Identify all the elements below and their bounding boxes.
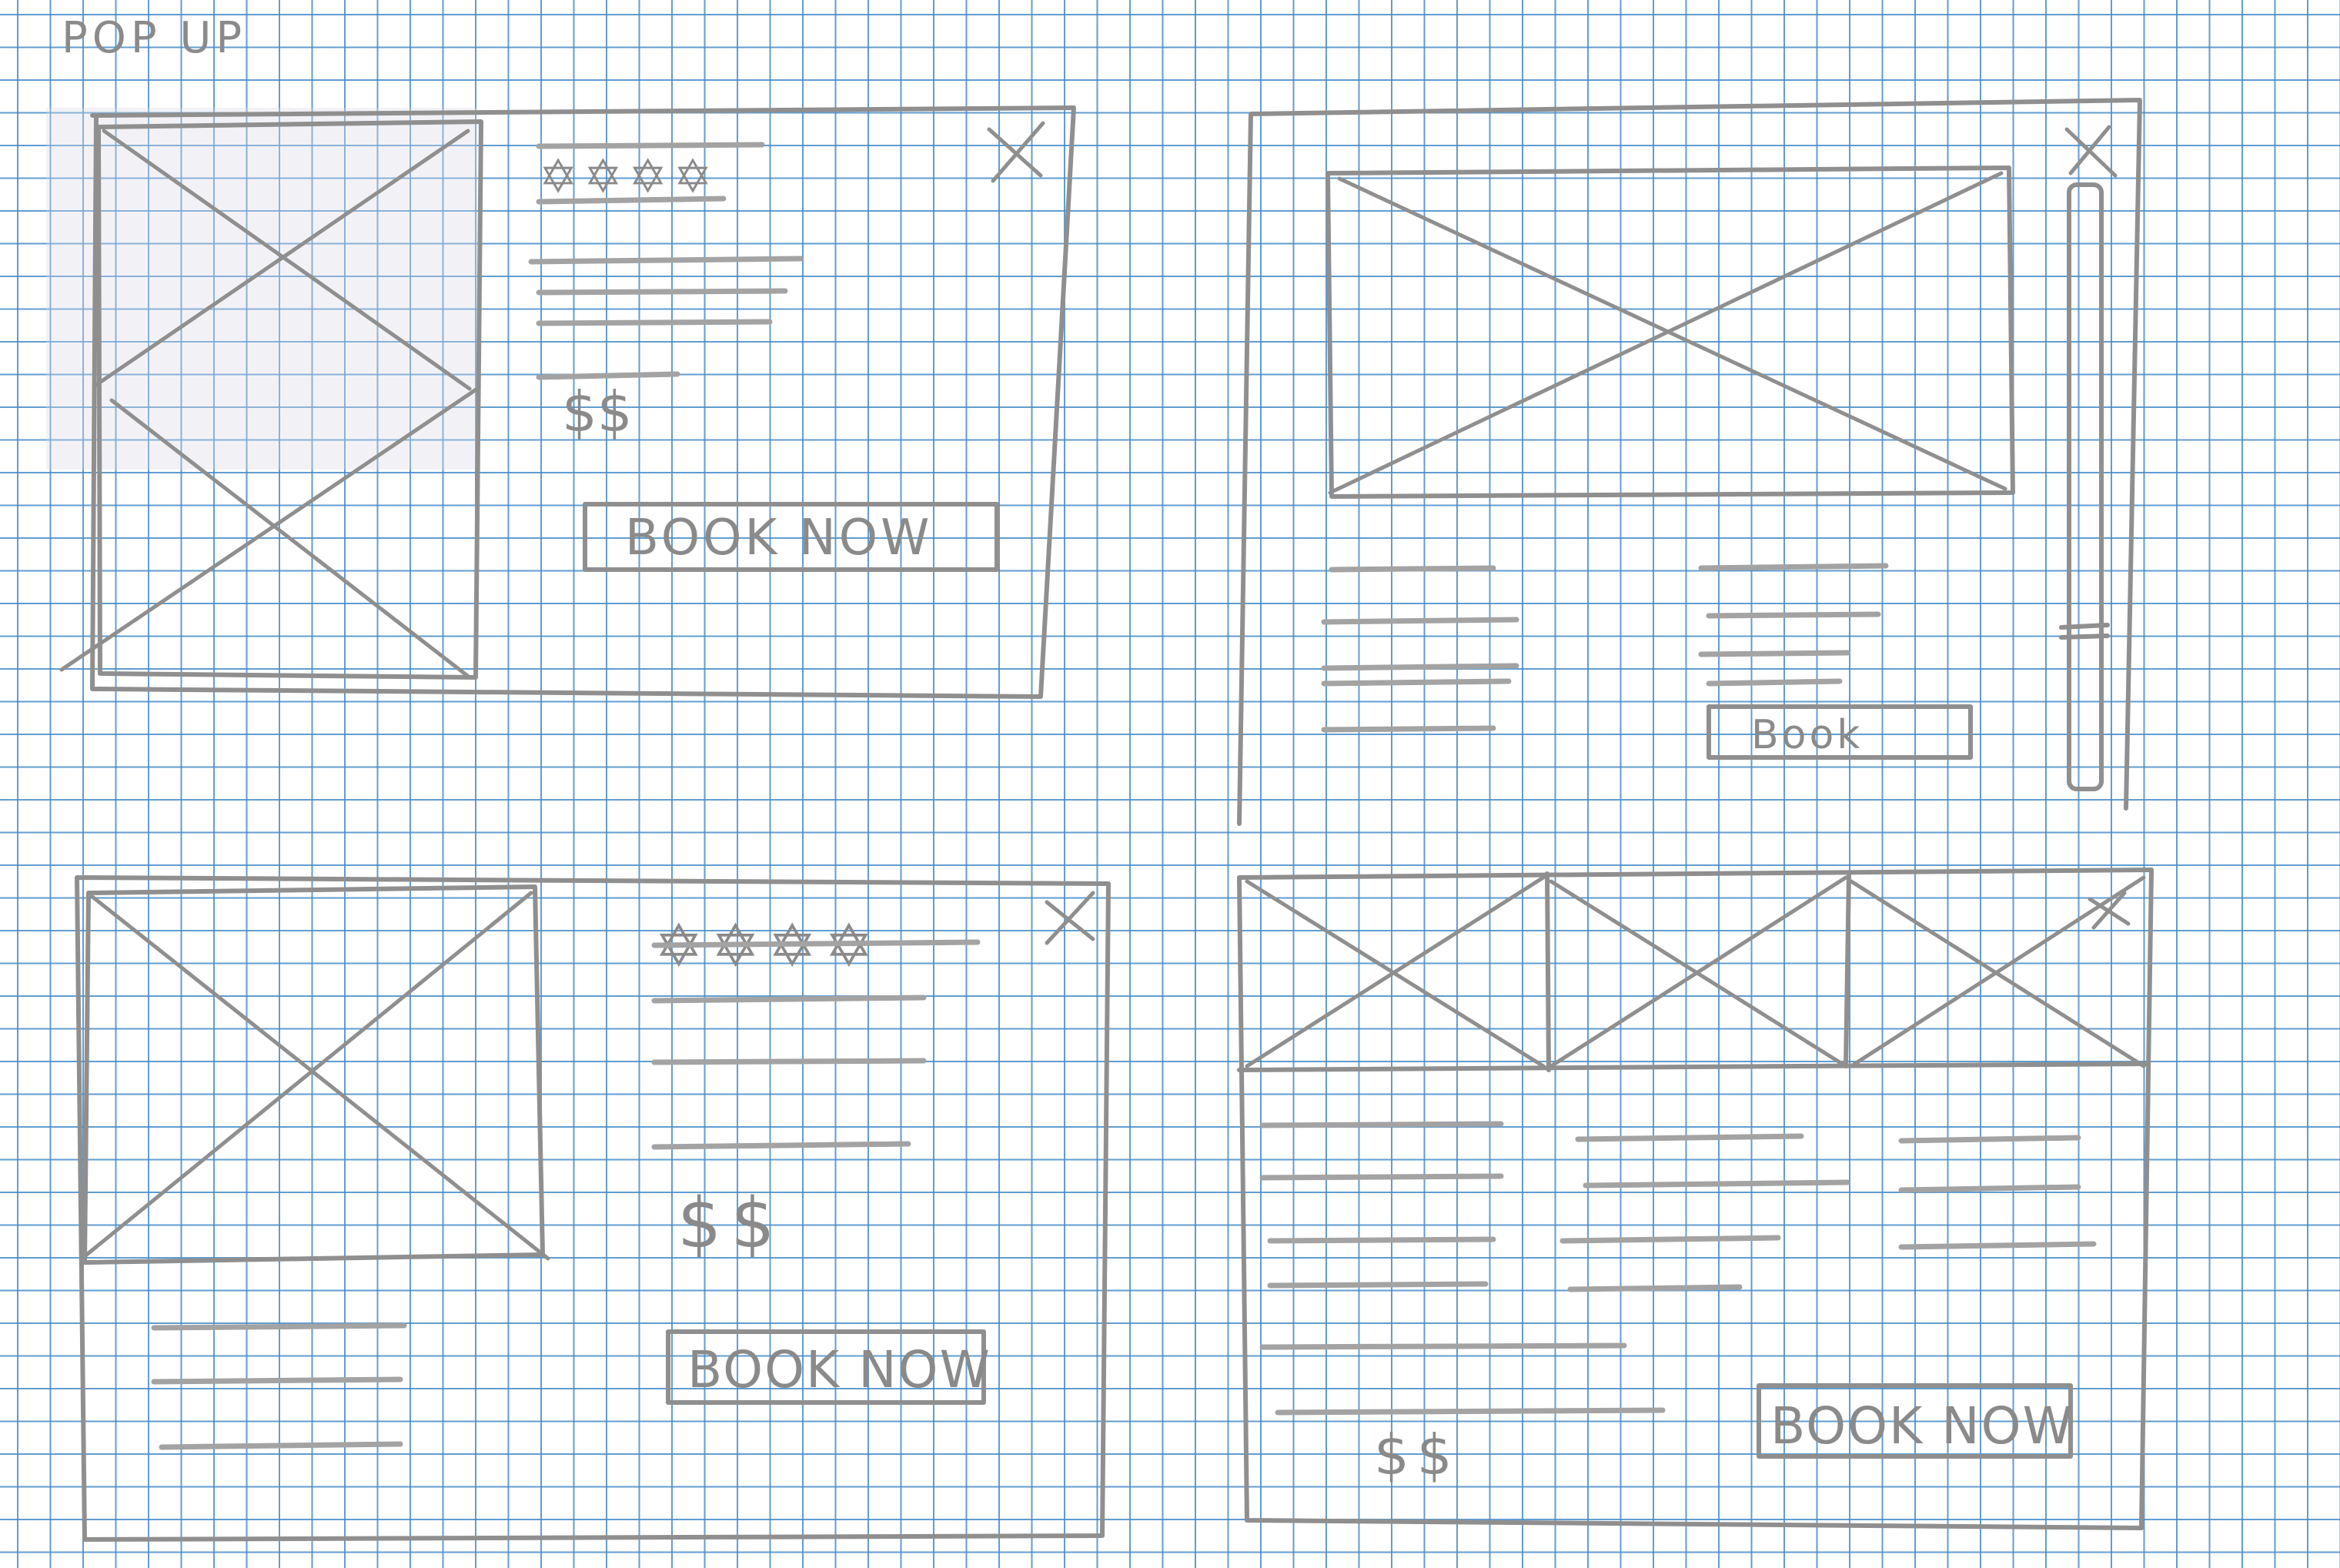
popup-4-price: $$ [1374,1423,1460,1487]
popup-2-book-label: Book [1751,712,1863,758]
popup-1-frame [90,105,1076,699]
popup-4-image-strip-bottom [1237,1061,2150,1072]
popup-3-frame [75,875,1111,1542]
popup-4-book-label: BOOK NOW [1770,1396,2074,1456]
popup-1-book-button[interactable] [583,502,999,572]
page-title: POP UP [62,13,246,63]
popup-4-image-dividers [1545,871,1851,1072]
popup-1-image-cross [59,129,480,680]
popup-3-image-cross [82,891,550,1261]
popup-3-rating: ✡✡✡✡ [651,911,981,980]
popup-2-close-icon[interactable] [2064,125,2118,178]
popup-2: Book [1237,98,2142,826]
popup-4-close-icon[interactable] [2088,891,2131,930]
popup-2-scroll-thumb[interactable] [2059,623,2110,640]
popup-4-text-col-1 [1259,1121,1627,1350]
popup-2-text-right [1698,563,1889,687]
popup-1-book-label: BOOK NOW [625,510,932,567]
popup-1: ✡✡✡✡ $$ BOOK NOW [46,105,1076,699]
popup-4-image-carousel [1245,871,2146,1072]
popup-4-text-col-3 [1898,1135,2097,1250]
popup-4-image-1-cross [1245,875,1546,1068]
popup-4-book-button[interactable] [1757,1383,2073,1459]
popup-3-rating-line [651,939,981,948]
popup-1-rating-lines [536,142,765,205]
popup-3: ✡✡✡✡ $$ BOOK NOW [75,875,1111,1542]
popup-2-book-button[interactable] [1707,704,1973,760]
popup-3-price: $$ [677,1183,784,1264]
popup-1-image-placeholder [96,119,483,680]
popup-3-book-label: BOOK NOW [687,1340,991,1399]
popup-4-image-2-cross [1549,875,1848,1068]
popup-3-book-button[interactable] [666,1329,986,1405]
popup-2-scrollbar[interactable] [2067,182,2104,791]
popup-2-frame [1237,98,2142,826]
popup-1-close-icon[interactable] [987,121,1045,183]
popup-2-image-placeholder [1325,165,2015,499]
popup-4-frame [1237,868,2154,1530]
popup-2-text-left [1321,565,1519,733]
popup-3-text-lines [651,995,927,1150]
popup-1-rating: ✡✡✡✡ [536,142,765,205]
popup-4-image-3-cross [1849,875,2146,1068]
popup-4: $$ BOOK NOW [1237,868,2154,1530]
popup-3-close-icon[interactable] [1045,891,1095,945]
popup-1-shadow [46,108,477,470]
popup-3-caption-lines [151,1322,407,1450]
popup-2-image-cross [1328,171,2007,495]
popup-1-text-lines [528,256,804,380]
popup-1-rating-stars: ✡✡✡✡ [539,150,718,204]
popup-1-price: $$ [562,379,633,444]
popup-4-text-col-2 [1275,1133,1850,1416]
